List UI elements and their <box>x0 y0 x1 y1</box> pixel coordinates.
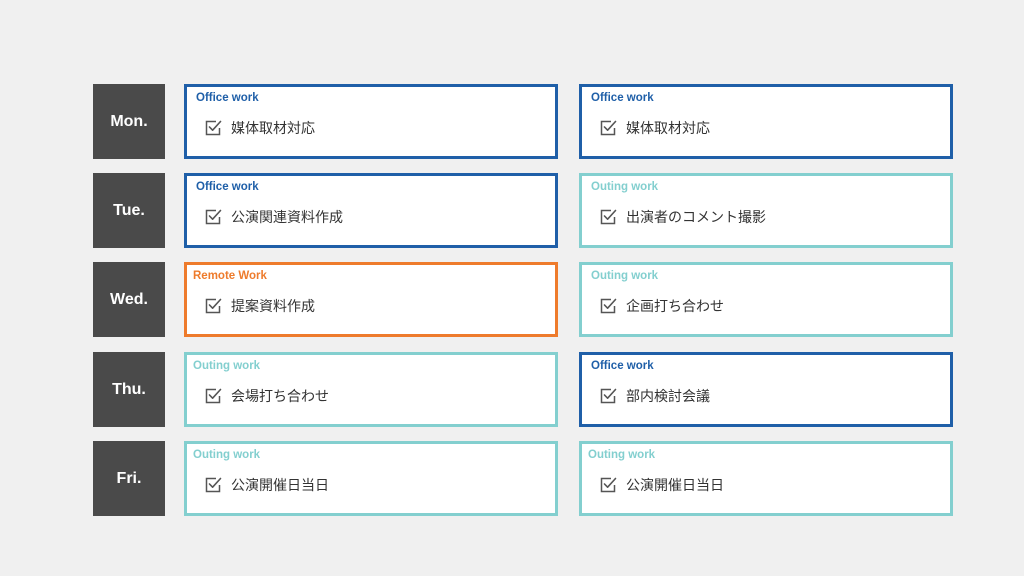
category-label: Remote Work <box>193 270 267 282</box>
category-label: Office work <box>591 360 654 372</box>
checkbox-checked-icon[interactable] <box>204 297 222 315</box>
task-label: 媒体取材対応 <box>231 121 315 137</box>
task-label: 出演者のコメント撮影 <box>626 210 766 226</box>
task-label: 公演開催日当日 <box>626 478 724 494</box>
checkbox-checked-icon[interactable] <box>204 119 222 137</box>
category-label: Office work <box>196 92 259 104</box>
task-label: 媒体取材対応 <box>626 121 710 137</box>
task-item: 公演開催日当日 <box>204 475 329 495</box>
checkbox-checked-icon[interactable] <box>599 297 617 315</box>
schedule-card-wed-2[interactable]: Outing work 企画打ち合わせ <box>579 262 953 337</box>
schedule-card-tue-2[interactable]: Outing work 出演者のコメント撮影 <box>579 173 953 248</box>
task-item: 媒体取材対応 <box>204 118 315 138</box>
schedule-card-fri-1[interactable]: Outing work 公演開催日当日 <box>184 441 558 516</box>
category-label: Office work <box>591 92 654 104</box>
schedule-card-mon-2[interactable]: Office work 媒体取材対応 <box>579 84 953 159</box>
task-item: 企画打ち合わせ <box>599 296 724 316</box>
task-item: 公演関連資料作成 <box>204 207 343 227</box>
checkbox-checked-icon[interactable] <box>204 476 222 494</box>
day-label-tue: Tue. <box>93 173 165 248</box>
category-label: Outing work <box>591 270 659 282</box>
task-label: 企画打ち合わせ <box>626 299 724 315</box>
task-label: 部内検討会議 <box>626 389 710 405</box>
task-label: 会場打ち合わせ <box>231 389 329 405</box>
checkbox-checked-icon[interactable] <box>599 387 617 405</box>
day-label-thu: Thu. <box>93 352 165 427</box>
checkbox-checked-icon[interactable] <box>599 119 617 137</box>
day-label-mon: Mon. <box>93 84 165 159</box>
schedule-card-wed-1[interactable]: Remote Work 提案資料作成 <box>184 262 558 337</box>
task-item: 提案資料作成 <box>204 296 315 316</box>
schedule-card-tue-1[interactable]: Office work 公演関連資料作成 <box>184 173 558 248</box>
task-item: 会場打ち合わせ <box>204 386 329 406</box>
day-label-fri: Fri. <box>93 441 165 516</box>
checkbox-checked-icon[interactable] <box>599 208 617 226</box>
category-label: Outing work <box>591 181 659 193</box>
category-label: Outing work <box>193 449 261 461</box>
category-label: Outing work <box>588 449 656 461</box>
schedule-card-mon-1[interactable]: Office work 媒体取材対応 <box>184 84 558 159</box>
day-label-wed: Wed. <box>93 262 165 337</box>
schedule-card-fri-2[interactable]: Outing work 公演開催日当日 <box>579 441 953 516</box>
category-label: Office work <box>196 181 259 193</box>
schedule-card-thu-2[interactable]: Office work 部内検討会議 <box>579 352 953 427</box>
task-item: 媒体取材対応 <box>599 118 710 138</box>
task-label: 提案資料作成 <box>231 299 315 315</box>
checkbox-checked-icon[interactable] <box>204 208 222 226</box>
task-label: 公演開催日当日 <box>231 478 329 494</box>
category-label: Outing work <box>193 360 261 372</box>
checkbox-checked-icon[interactable] <box>599 476 617 494</box>
checkbox-checked-icon[interactable] <box>204 387 222 405</box>
task-item: 出演者のコメント撮影 <box>599 207 766 227</box>
task-label: 公演関連資料作成 <box>231 210 343 226</box>
task-item: 公演開催日当日 <box>599 475 724 495</box>
task-item: 部内検討会議 <box>599 386 710 406</box>
schedule-card-thu-1[interactable]: Outing work 会場打ち合わせ <box>184 352 558 427</box>
